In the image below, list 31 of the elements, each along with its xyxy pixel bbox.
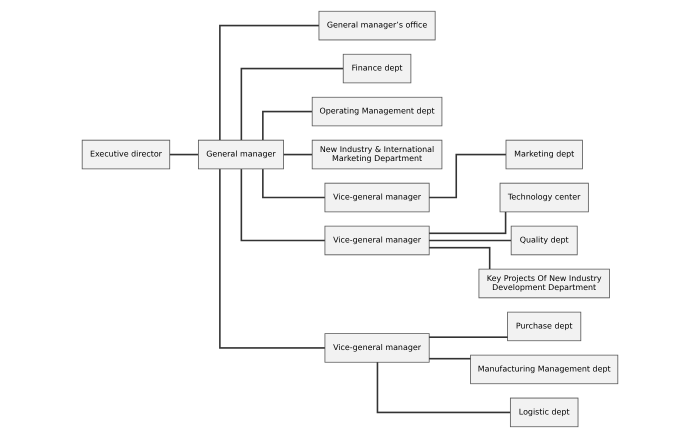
node-box: General manager’s office — [318, 10, 436, 40]
node-box: Purchase dept — [507, 312, 582, 342]
connector — [219, 24, 319, 140]
connector — [240, 68, 344, 140]
connector — [262, 169, 325, 198]
node-box: Quality dept — [510, 226, 578, 256]
connector — [219, 169, 325, 349]
connector — [429, 358, 470, 360]
node-box: Marketing dept — [506, 140, 583, 170]
connector — [240, 169, 325, 242]
node-box: New Industry & International Marketing Department — [312, 140, 442, 170]
connector — [429, 336, 508, 338]
node-box: Vice-general manager — [324, 333, 430, 363]
connector — [284, 154, 312, 156]
node-box: Operating Management dept — [312, 96, 442, 126]
connector — [170, 154, 198, 156]
connector — [376, 362, 510, 414]
node-box: Executive director — [82, 140, 170, 170]
node-box: Vice-general manager — [324, 226, 430, 256]
connector — [429, 246, 490, 270]
node-box: Key Projects Of New Industry Development Department — [478, 268, 610, 298]
node-box: Logistic dept — [510, 398, 578, 428]
node-box: Technology center — [500, 182, 589, 212]
node-box: Vice-general manager — [324, 182, 430, 212]
connector — [262, 110, 312, 140]
connector — [429, 240, 512, 242]
node-box: General manager — [198, 140, 284, 170]
node-box: Finance dept — [342, 54, 412, 84]
connector — [429, 212, 506, 234]
connector — [429, 154, 506, 198]
node-box: Manufacturing Management dept — [470, 354, 618, 384]
